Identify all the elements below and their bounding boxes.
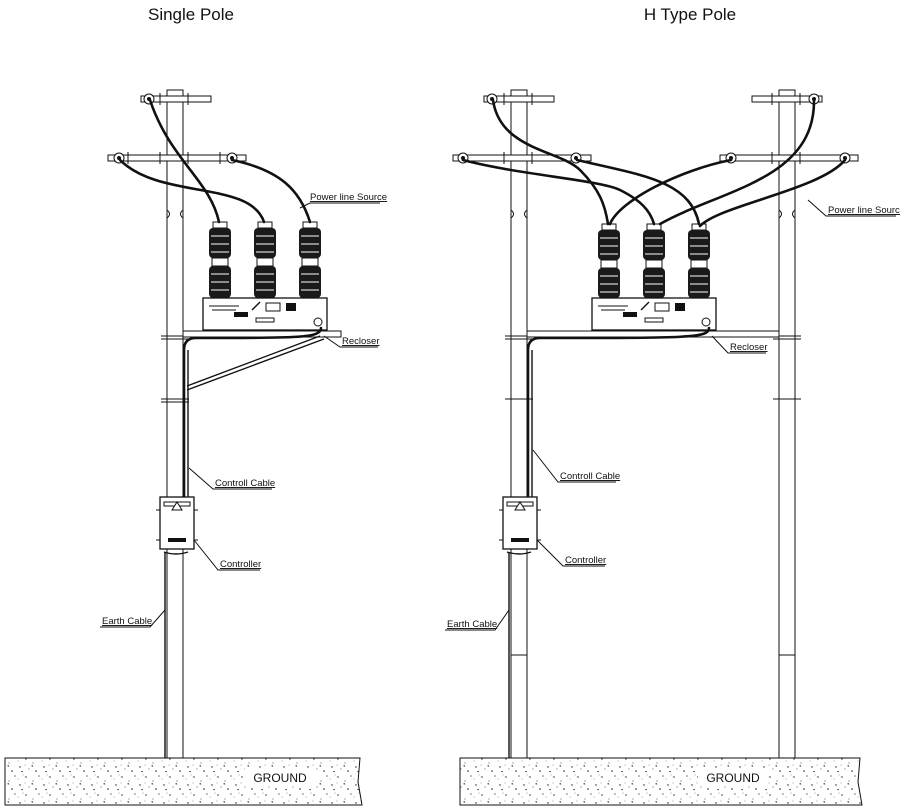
h-pole-clamps — [505, 335, 801, 400]
recloser-bushings — [209, 221, 321, 298]
controller-label: Controller — [220, 559, 261, 570]
controller-label-h: Controller — [565, 555, 606, 566]
ground-right: GROUND — [459, 757, 863, 806]
controller-box — [156, 496, 198, 555]
h-pole-left — [510, 89, 528, 759]
ground-label-left: GROUND — [253, 771, 307, 785]
h-type-pole-assembly — [452, 89, 859, 759]
single-pole-assembly — [107, 89, 342, 759]
earth-cable-label-h: Earth Cable — [447, 619, 497, 630]
power-line-source-label-h: Power line Source — [828, 205, 900, 216]
recloser-tank — [202, 297, 328, 331]
ground-left: GROUND — [4, 757, 363, 806]
power-line-cables-h — [461, 98, 847, 228]
single-pole-title: Single Pole — [148, 5, 234, 24]
labels-left: Power line Source Recloser Controll Cabl… — [100, 192, 387, 628]
h-crossbeam — [526, 330, 780, 338]
earth-cable-label: Earth Cable — [102, 616, 152, 627]
single-pole — [166, 89, 184, 759]
recloser-label-h: Recloser — [730, 342, 768, 353]
controller-box-h — [499, 496, 541, 555]
control-cable-h — [526, 326, 711, 499]
labels-right: Power line Source Recloser Controll Cabl… — [445, 199, 900, 631]
control-cable-label-h: Controll Cable — [560, 471, 620, 482]
pole-clamps — [161, 335, 189, 403]
control-cable — [182, 326, 323, 499]
power-line-source-label: Power line Source — [310, 192, 387, 203]
recloser-bushings-h — [598, 223, 710, 298]
ground-label-right: GROUND — [706, 771, 760, 785]
recloser-tank-h — [591, 297, 717, 331]
power-line-cables — [118, 98, 312, 224]
control-cable-label: Controll Cable — [215, 478, 275, 489]
mounting-bracket — [182, 330, 342, 391]
recloser-label: Recloser — [342, 336, 380, 347]
h-type-pole-title: H Type Pole — [644, 5, 736, 24]
pole-break-mark — [166, 209, 184, 219]
